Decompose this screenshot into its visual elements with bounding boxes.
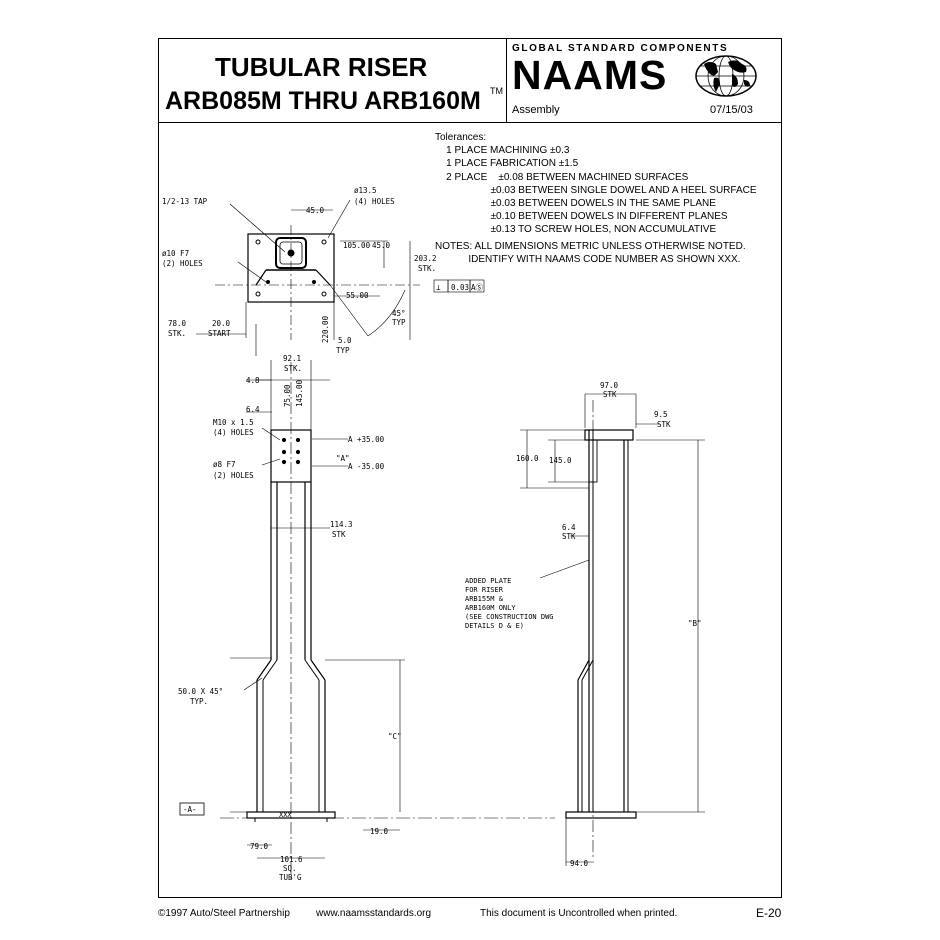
trademark-mark: TM — [490, 86, 503, 96]
globe-icon — [695, 55, 757, 97]
dim-label: 45.0 — [306, 206, 325, 215]
dim-label: "B" — [688, 619, 702, 628]
page-number: E-20 — [756, 906, 782, 920]
dim-label: (2) HOLES — [162, 259, 203, 268]
note-label: ARB155M & — [465, 595, 504, 603]
dim-label: 1/2-13 TAP — [162, 197, 208, 206]
dim-label: 78.0 — [168, 319, 187, 328]
dim-label: 45.0 — [372, 241, 391, 250]
tolerance-line: 2 PLACE ±0.08 BETWEEN MACHINED SURFACES — [435, 171, 689, 183]
top-view-labels: 1/2-13 TAP 45.0 ø13.5 (4) HOLES 105.00 4… — [162, 186, 484, 355]
dim-label: ø13.5 — [354, 186, 377, 195]
dim-label: START — [208, 329, 231, 338]
dim-label: 145.0 — [549, 456, 572, 465]
dim-label: 105.00 — [343, 241, 371, 250]
tolerance-line: Tolerances: — [435, 132, 487, 143]
dim-label: (2) HOLES — [213, 471, 254, 480]
side-view-labels: 97.0 STK 9.5 STK 160.0 145.0 6.4 STK ADD… — [465, 381, 702, 868]
footer-disclaimer: This document is Uncontrolled when print… — [480, 908, 678, 919]
tolerance-line: 1 PLACE FABRICATION ±1.5 — [435, 158, 579, 170]
dim-label: STK. — [418, 264, 436, 273]
dim-label: 20.0 — [212, 319, 231, 328]
dim-label: 79.0 — [250, 842, 269, 851]
dim-label: TUB'G — [279, 873, 302, 882]
side-view — [520, 393, 705, 866]
dim-label: 75.00 — [283, 384, 292, 407]
dim-label: 94.0 — [570, 859, 589, 868]
footer-copyright: ©1997 Auto/Steel Partnership — [158, 908, 290, 919]
fcf-symbol: ⊥ — [436, 283, 441, 292]
title-block-divider — [158, 122, 782, 123]
dim-label: 9.5 — [654, 410, 668, 419]
note-label: DETAILS D & E) — [465, 622, 524, 630]
dim-label: 19.0 — [370, 827, 389, 836]
dim-label: 114.3 — [330, 520, 353, 529]
drawing-title: TUBULAR RISER — [215, 52, 428, 82]
dim-label: (4) HOLES — [213, 428, 254, 437]
fcf-datum: AⓈ — [471, 283, 484, 292]
revision-date: 07/15/03 — [710, 104, 753, 116]
dim-label: STK — [603, 390, 617, 399]
footer-url[interactable]: www.naamsstandards.org — [316, 908, 432, 919]
dim-label: 97.0 — [600, 381, 619, 390]
dim-label: A -35.00 — [348, 462, 385, 471]
dim-label: 6.4 — [246, 405, 260, 414]
dim-label: XXX — [279, 811, 292, 819]
tolerance-line: ±0.13 TO SCREW HOLES, NON ACCUMULATIVE — [435, 224, 717, 236]
note-label: ADDED PLATE — [465, 577, 511, 585]
dim-label: "A" — [336, 454, 350, 463]
title-block-vdivider — [506, 38, 507, 122]
dim-label: TYP. — [190, 697, 208, 706]
front-view-labels: 92.1 STK. 4.8 6.4 75.00 145.00 M10 x 1.5… — [178, 354, 402, 882]
dim-label: 50.0 X 45° — [178, 687, 223, 696]
dim-label: 203.2 — [414, 254, 437, 263]
note-label: FOR RISER — [465, 586, 504, 594]
dim-label: 160.0 — [516, 454, 539, 463]
datum-label: -A- — [183, 805, 197, 814]
brand-tagline: GLOBAL STANDARD COMPONENTS — [512, 43, 729, 54]
dim-label: TYP — [392, 318, 406, 327]
dim-label: 145.00 — [295, 379, 304, 407]
dim-label: M10 x 1.5 — [213, 418, 254, 427]
note-label: ARB160M ONLY — [465, 604, 516, 612]
dim-label: STK — [332, 530, 346, 539]
brand-logo: NAAMS — [512, 52, 668, 98]
dim-label: STK — [657, 420, 671, 429]
dim-label: STK. — [284, 364, 302, 373]
dim-label: (4) HOLES — [354, 197, 395, 206]
tolerance-line: ±0.03 BETWEEN DOWELS IN THE SAME PLANE — [435, 198, 716, 210]
dim-label: 92.1 — [283, 354, 301, 363]
sheet-border — [158, 38, 782, 898]
note-label: (SEE CONSTRUCTION DWG — [465, 613, 554, 621]
dim-label: ø8 F7 — [213, 460, 236, 469]
fcf-value: 0.03 — [451, 283, 469, 292]
front-view — [179, 360, 555, 880]
dim-label: "C" — [388, 732, 402, 741]
top-view — [196, 199, 485, 356]
tolerances-block: Tolerances: 1 PLACE MACHINING ±0.3 1 PLA… — [435, 131, 757, 237]
dim-label: 220.00 — [321, 315, 330, 343]
note-line: NOTES: ALL DIMENSIONS METRIC UNLESS OTHE… — [435, 241, 746, 252]
dim-label: A +35.00 — [348, 435, 385, 444]
drawing-part-range: ARB085M THRU ARB160M — [165, 87, 481, 115]
dim-label: ø10 F7 — [162, 249, 189, 258]
dim-label: SQ. — [283, 864, 297, 873]
dim-label: 101.6 — [280, 855, 303, 864]
dim-label: 55.00 — [346, 291, 369, 300]
dim-label: 45° — [392, 309, 406, 318]
document-type: Assembly — [512, 104, 560, 116]
dim-label: STK. — [168, 329, 186, 338]
dim-label: 4.8 — [246, 376, 260, 385]
tolerance-line: ±0.10 BETWEEN DOWELS IN DIFFERENT PLANES — [435, 211, 728, 223]
dim-label: 6.4 — [562, 523, 576, 532]
tolerance-line: ±0.03 BETWEEN SINGLE DOWEL AND A HEEL SU… — [435, 184, 757, 196]
notes-block: NOTES: ALL DIMENSIONS METRIC UNLESS OTHE… — [435, 240, 746, 266]
note-line: IDENTIFY WITH NAAMS CODE NUMBER AS SHOWN… — [435, 254, 741, 265]
dim-label: 5.0 — [338, 336, 352, 345]
dim-label: STK — [562, 532, 576, 541]
dim-label: TYP — [336, 346, 350, 355]
tolerance-line: 1 PLACE MACHINING ±0.3 — [435, 145, 570, 157]
